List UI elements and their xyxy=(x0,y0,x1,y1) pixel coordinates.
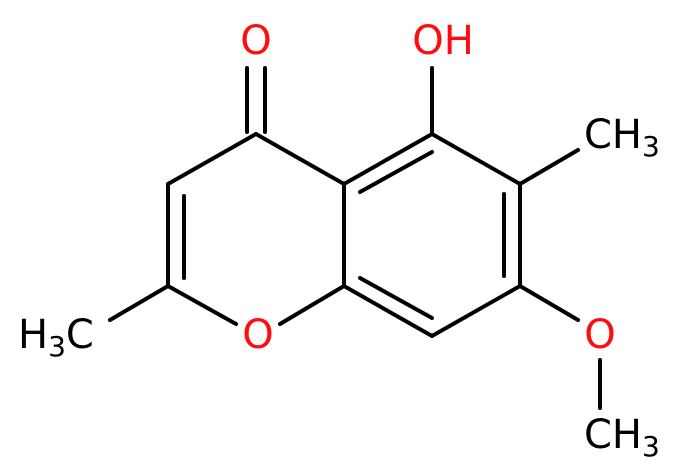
methoxy-oxygen-label: O xyxy=(584,312,615,358)
bond-c4a-c5 xyxy=(342,132,434,186)
methyl-c6-subscript: 3 xyxy=(642,130,660,163)
bond-c4a-c5-inner xyxy=(358,150,434,194)
methyl-c6-symbol: CH xyxy=(584,112,642,158)
bond-c4-c3 xyxy=(166,132,258,186)
methoxy-methyl-subscript: 3 xyxy=(642,430,660,463)
methyl-c2-label: H3C xyxy=(18,312,94,363)
bond-c8-c8a xyxy=(342,284,434,338)
bond-c6-methyl xyxy=(518,148,580,186)
bonds xyxy=(108,66,602,410)
bond-c7-o-methoxy xyxy=(518,284,580,322)
hydroxyl-label: OH xyxy=(412,18,474,64)
atom-labels: O OH CH3 H3C O O CH3 xyxy=(18,18,660,463)
methyl-c2-suffix: C xyxy=(66,312,94,358)
methoxy-methyl-symbol: CH xyxy=(584,412,642,458)
bond-c7-c8 xyxy=(430,284,522,338)
methyl-c6-label: CH3 xyxy=(584,112,660,163)
bond-c5-c6 xyxy=(430,132,522,186)
ring-oxygen-label: O xyxy=(242,312,273,358)
methyl-c2-symbol: H xyxy=(18,312,48,358)
bond-c4-c4a xyxy=(254,132,346,186)
bond-c2-methyl xyxy=(108,284,170,322)
bond-c8-c8a-inner xyxy=(358,276,434,320)
ketone-oxygen-label: O xyxy=(240,18,271,64)
methoxy-methyl-label: CH3 xyxy=(584,412,660,463)
bond-c2-o1 xyxy=(166,284,238,326)
methyl-c2-subscript: 3 xyxy=(48,330,66,363)
bond-o1-c8a xyxy=(278,284,346,326)
